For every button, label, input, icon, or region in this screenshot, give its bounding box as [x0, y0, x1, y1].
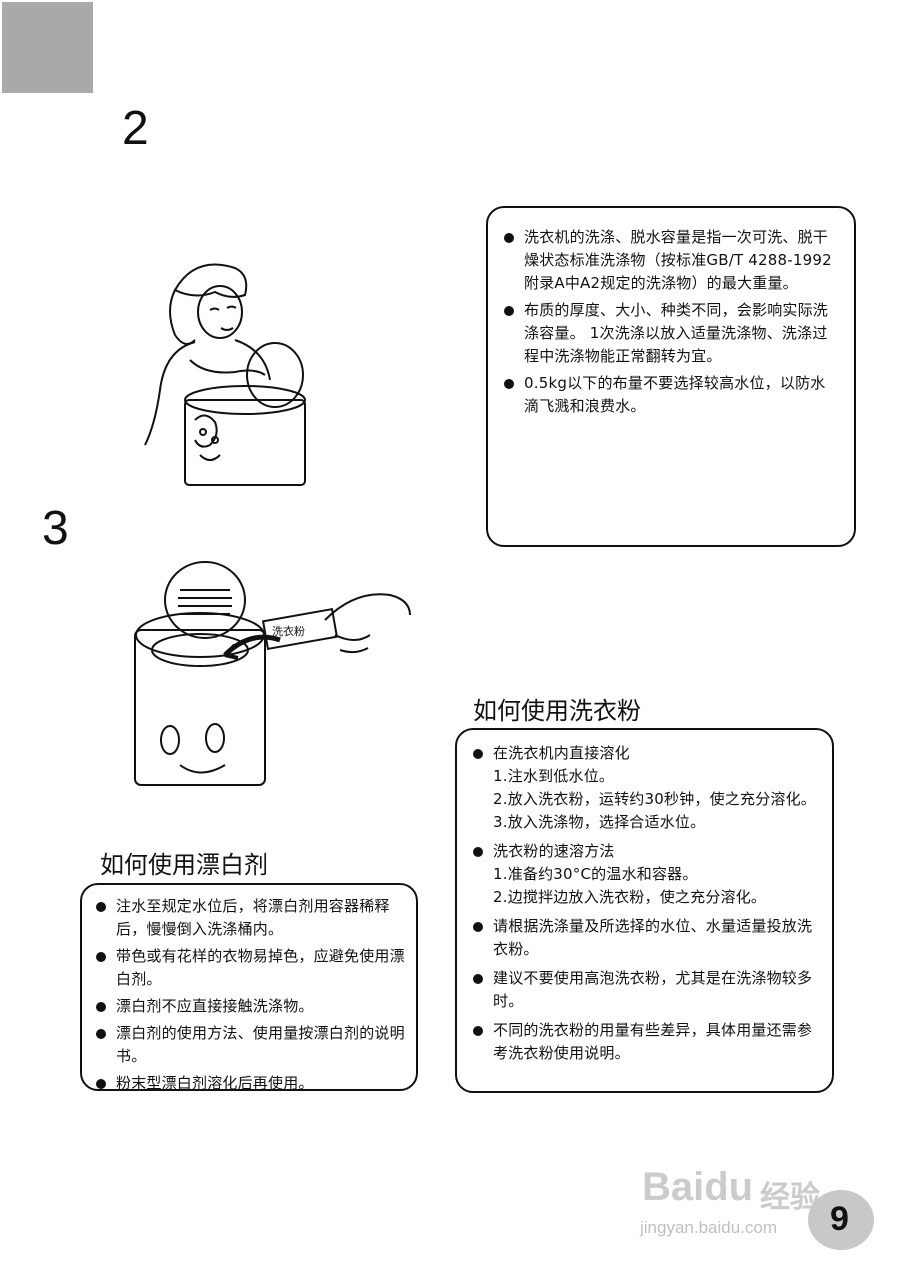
bleach-item: 漂白剂不应直接接触洗涤物。	[94, 995, 406, 1018]
page-number: 9	[830, 1200, 849, 1238]
powder-item: 在洗衣机内直接溶化 1.注水到低水位。 2.放入洗衣粉，运转约30秒钟，使之充分溶化…	[471, 742, 820, 834]
bleach-item: 带色或有花样的衣物易掉色，应避免使用漂白剂。	[94, 945, 406, 991]
pouring-powder-illustration: 洗衣粉	[134, 561, 411, 786]
bleach-item: 漂白剂的使用方法、使用量按漂白剂的说明书。	[94, 1022, 406, 1068]
capacity-item: 0.5kg以下的布量不要选择较高水位，以防水滴飞溅和浪费水。	[502, 372, 840, 418]
powder-item-text: 建议不要使用高泡洗衣粉，尤其是在洗涤物较多时。	[493, 969, 813, 1010]
capacity-info-box: 洗衣机的洗涤、脱水容量是指一次可洗、脱干燥状态标准洗涤物（按标准GB/T 428…	[486, 206, 856, 547]
powder-heading: 如何使用洗衣粉	[473, 697, 641, 725]
powder-sub-step: 1.准备约30°C的温水和容器。	[493, 865, 698, 883]
step-number-2: 2	[122, 102, 149, 155]
bleach-item: 注水至规定水位后，将漂白剂用容器稀释后，慢慢倒入洗涤桶内。	[94, 895, 406, 941]
powder-item-text: 不同的洗衣粉的用量有些差异，具体用量还需参考洗衣粉使用说明。	[493, 1021, 813, 1062]
powder-box-label: 洗衣粉	[272, 624, 305, 638]
corner-tab	[2, 2, 93, 93]
powder-item: 洗衣粉的速溶方法 1.准备约30°C的温水和容器。 2.边搅拌边放入洗衣粉，使之充分…	[471, 840, 820, 909]
powder-item-text: 在洗衣机内直接溶化	[493, 744, 630, 762]
powder-sub-step: 2.放入洗衣粉，运转约30秒钟，使之充分溶化。	[493, 790, 817, 808]
capacity-item: 洗衣机的洗涤、脱水容量是指一次可洗、脱干燥状态标准洗涤物（按标准GB/T 428…	[502, 226, 840, 295]
watermark-url: jingyan.baidu.com	[640, 1218, 778, 1237]
powder-info-box: 在洗衣机内直接溶化 1.注水到低水位。 2.放入洗衣粉，运转约30秒钟，使之充分溶化…	[455, 728, 834, 1093]
capacity-item: 布质的厚度、大小、种类不同，会影响实际洗涤容量。 1次洗涤以放入适量洗涤物、洗涤…	[502, 299, 840, 368]
bleach-heading: 如何使用漂白剂	[100, 851, 268, 879]
powder-sub-step: 1.注水到低水位。	[493, 767, 615, 785]
powder-sub-step: 2.边搅拌边放入洗衣粉，使之充分溶化。	[493, 888, 767, 906]
powder-item-text: 请根据洗涤量及所选择的水位、水量适量投放洗衣粉。	[493, 917, 813, 958]
powder-item: 不同的洗衣粉的用量有些差异，具体用量还需参考洗衣粉使用说明。	[471, 1019, 820, 1065]
powder-sub-step: 3.放入洗涤物，选择合适水位。	[493, 813, 706, 831]
bleach-info-box: 注水至规定水位后，将漂白剂用容器稀释后，慢慢倒入洗涤桶内。 带色或有花样的衣物易…	[80, 883, 418, 1092]
step-number-3: 3	[42, 502, 69, 555]
bleach-item: 粉末型漂白剂溶化后再使用。	[94, 1072, 406, 1095]
page-number-badge	[808, 1190, 874, 1250]
powder-item-text: 洗衣粉的速溶方法	[493, 842, 615, 860]
powder-item: 建议不要使用高泡洗衣粉，尤其是在洗涤物较多时。	[471, 967, 820, 1013]
woman-loading-laundry-illustration	[144, 263, 306, 486]
powder-item: 请根据洗涤量及所选择的水位、水量适量投放洗衣粉。	[471, 915, 820, 961]
watermark-brand: Baidu	[642, 1165, 754, 1209]
